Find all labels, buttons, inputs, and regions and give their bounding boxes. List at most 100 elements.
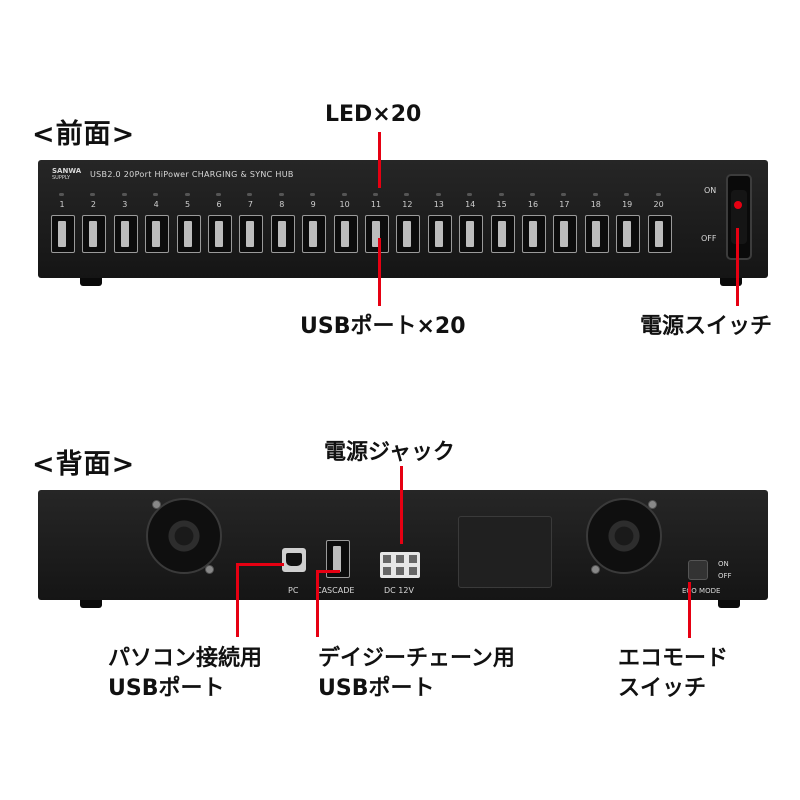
pc-port-label: PC [288, 586, 299, 595]
usb-port[interactable] [647, 215, 672, 253]
usb-ports-callout: USBポート×20 [300, 314, 466, 339]
usb-port[interactable] [333, 215, 358, 253]
port-number-label: 2 [90, 200, 96, 209]
port-number-label: 6 [216, 200, 222, 209]
port-number-label: 15 [496, 200, 507, 209]
port-led [467, 193, 473, 196]
usb-port[interactable] [239, 215, 264, 253]
screw-icon [152, 500, 161, 509]
led-callout: LED×20 [325, 102, 422, 127]
port-led [530, 193, 535, 196]
port-led [561, 193, 567, 196]
port-number-label: 14 [465, 200, 476, 209]
back-section-title: <背面> [32, 449, 136, 480]
port-led [310, 193, 316, 196]
port-number-label: 11 [370, 200, 382, 209]
switch-off-label: OFF [701, 234, 717, 243]
power-jack-callout: 電源ジャック [324, 440, 455, 465]
port-led [247, 193, 253, 196]
usb-port[interactable] [145, 215, 170, 253]
port-number-label: 8 [279, 200, 285, 209]
fan-left-icon [146, 498, 222, 574]
usb-port[interactable] [522, 215, 546, 253]
usb-port[interactable] [490, 215, 515, 253]
screw-icon [205, 565, 214, 574]
hub-back-panel: PC CASCADE DC 12V ON OFF ECO MODE [38, 490, 768, 600]
port-led [373, 193, 378, 196]
usb-port[interactable] [82, 215, 107, 253]
power-jack-leader-line [400, 466, 403, 544]
port-led [498, 193, 504, 196]
front-section-title: <前面> [32, 119, 136, 150]
usb-port[interactable] [113, 215, 138, 253]
usb-port[interactable] [51, 215, 75, 253]
port-number-label: 17 [559, 200, 570, 209]
switch-on-label: ON [704, 186, 717, 195]
pc-port-leader-line-h [236, 563, 284, 566]
foot-front-left [80, 278, 102, 286]
usb-port[interactable] [553, 215, 578, 253]
port-number-label: 18 [590, 200, 601, 209]
eco-off-label: OFF [718, 572, 732, 580]
usb-port[interactable] [459, 215, 484, 253]
port-led [59, 193, 64, 196]
cascade-leader-line-h [316, 570, 340, 573]
daisy-chain-callout-line1: デイジーチェーン用 [318, 646, 515, 671]
eco-leader-line [688, 582, 691, 638]
usb-port[interactable] [270, 215, 295, 253]
fan-right-icon [586, 498, 662, 574]
cascade-leader-line-v [316, 570, 319, 637]
port-number-label: 19 [622, 200, 633, 209]
usb-leader-line [378, 238, 381, 306]
foot-front-right [720, 278, 742, 286]
port-led [592, 193, 598, 196]
usb-port[interactable] [427, 215, 452, 253]
daisy-chain-callout-line2: USBポート [318, 676, 435, 701]
port-number-label: 10 [339, 200, 350, 209]
port-number-label: 1 [59, 200, 65, 209]
port-led [341, 193, 347, 196]
port-number-label: 16 [527, 200, 539, 209]
port-number-label: 5 [185, 200, 191, 209]
port-number-label: 13 [433, 200, 444, 209]
power-switch-callout: 電源スイッチ [640, 314, 773, 339]
screw-icon [648, 500, 657, 509]
sanwa-logo: SANWA SUPPLY [52, 167, 82, 181]
eco-switch-callout-line1: エコモード [618, 646, 729, 671]
usb-port[interactable] [396, 215, 421, 253]
led-leader-line [378, 132, 381, 188]
usb-b-port[interactable] [282, 548, 306, 572]
usb-port[interactable] [365, 215, 389, 253]
port-number-label: 12 [402, 200, 413, 209]
eco-mode-label: ECO MODE [682, 587, 721, 595]
port-number-label: 7 [247, 200, 253, 209]
dc-power-jack[interactable] [380, 552, 420, 578]
foot-back-right [718, 600, 740, 608]
usb-port[interactable] [208, 215, 232, 253]
usb-port[interactable] [584, 215, 609, 253]
switch-leader-line [736, 228, 739, 306]
port-number-label: 3 [122, 200, 128, 209]
power-indicator-icon [734, 201, 742, 209]
foot-back-left [80, 600, 102, 608]
usb-port[interactable] [616, 215, 641, 253]
port-led [184, 193, 190, 196]
port-number-label: 9 [310, 200, 316, 209]
usb-port[interactable] [302, 215, 327, 253]
dc-jack-label: DC 12V [384, 586, 414, 595]
port-led [90, 193, 96, 196]
screw-icon [591, 565, 600, 574]
port-led [404, 193, 410, 196]
cascade-port-label: CASCADE [316, 586, 355, 595]
power-switch[interactable] [726, 174, 752, 260]
usb-port[interactable] [176, 215, 201, 253]
eco-mode-switch[interactable] [688, 560, 708, 580]
port-led [216, 193, 221, 196]
port-led [153, 193, 159, 196]
port-led [121, 193, 127, 196]
pc-port-callout-line1: パソコン接続用 [108, 646, 263, 671]
rocker [731, 190, 747, 244]
model-text: USB2.0 20Port HiPower CHARGING & SYNC HU… [90, 170, 294, 179]
port-led [435, 193, 441, 196]
port-led [624, 193, 630, 196]
